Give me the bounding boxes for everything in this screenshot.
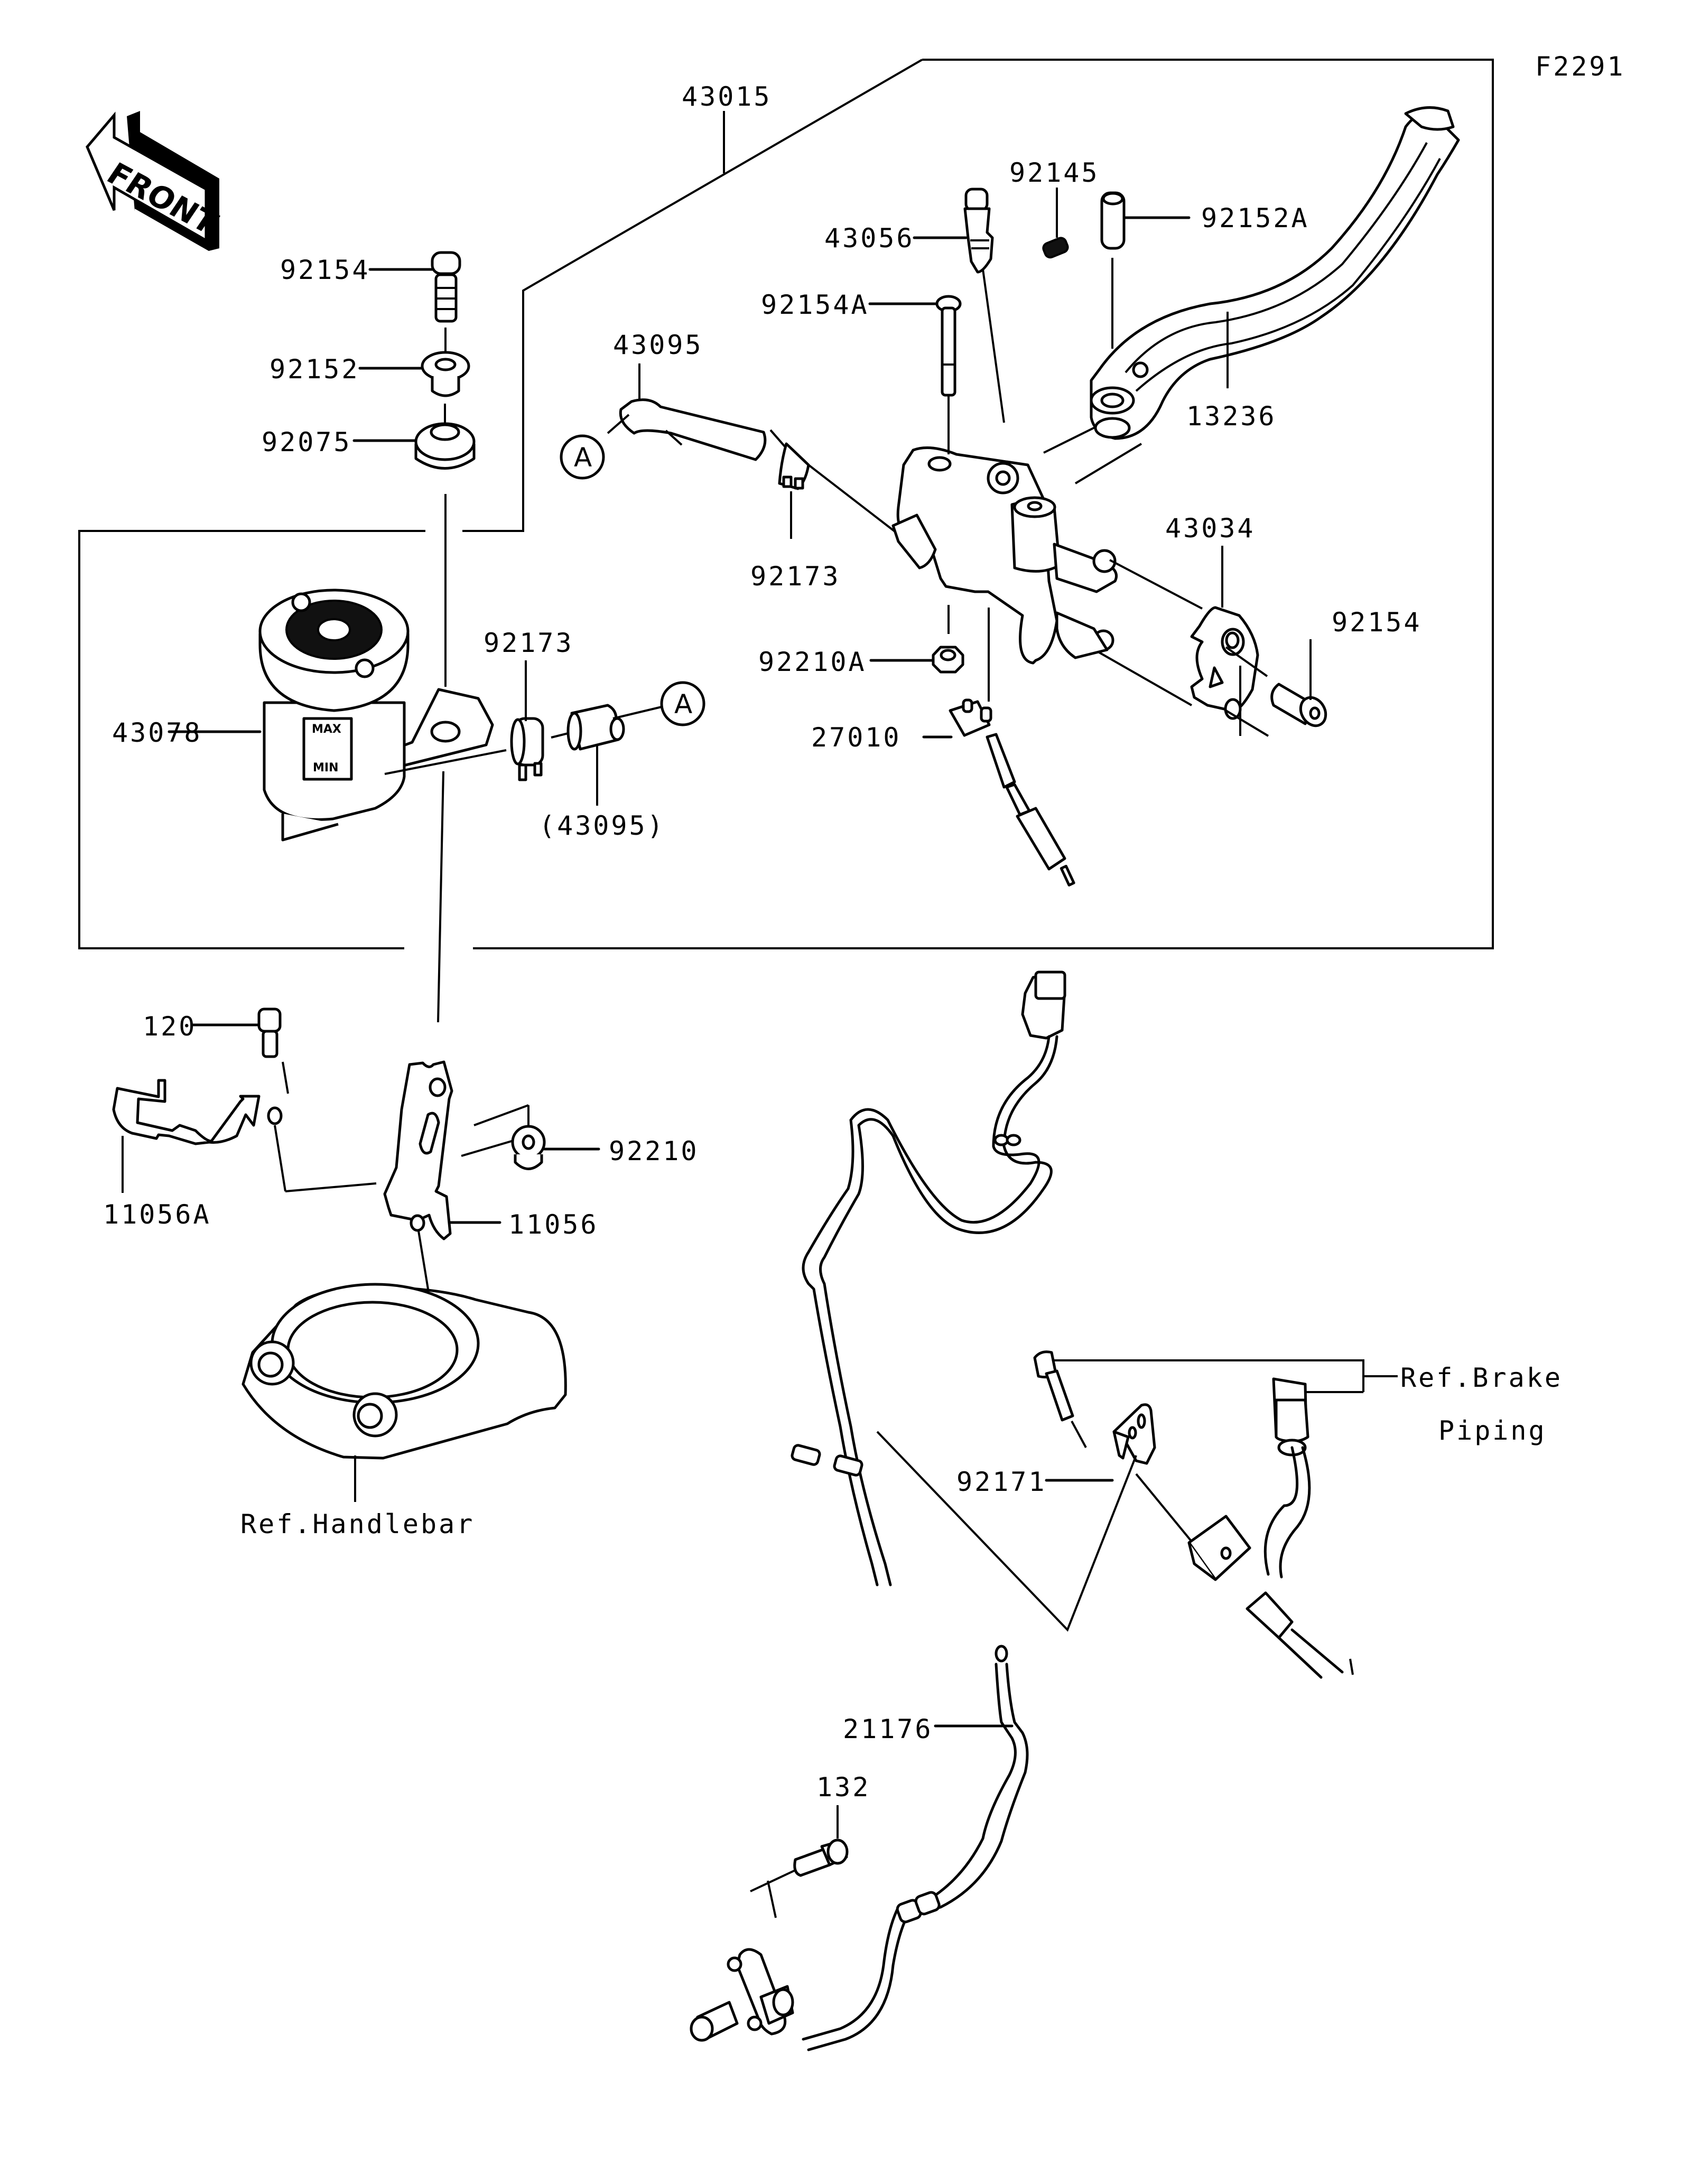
label-21176: 21176 — [843, 1714, 933, 1744]
reservoir-bolt — [431, 251, 461, 323]
label-92152: 92152 — [270, 354, 360, 385]
label-120: 120 — [143, 1011, 197, 1042]
brake-hose-fitting — [1187, 1377, 1354, 1679]
handlebar-housing — [241, 1283, 567, 1460]
brake-light-switch — [949, 698, 1075, 886]
label-92173-lower: 92173 — [484, 628, 574, 658]
connection-a-lower-text: A — [674, 689, 692, 720]
reservoir-min-mark: MIN — [313, 761, 339, 774]
label-92154-reservoir: 92154 — [280, 255, 370, 285]
connection-mark-a-lower: A — [660, 681, 705, 726]
label-92210a: 92210A — [758, 647, 867, 677]
label-43015: 43015 — [682, 81, 772, 112]
figure-code: F2291 — [1535, 51, 1625, 82]
brake-lever — [1090, 106, 1460, 440]
reservoir-max-mark: MAX — [312, 723, 341, 736]
label-11056a: 11056A — [103, 1199, 211, 1230]
label-92145: 92145 — [1009, 157, 1100, 188]
brake-piping-bolt — [1033, 1350, 1074, 1422]
label-ref-brake-2: Piping — [1438, 1415, 1547, 1446]
label-43095: 43095 — [613, 330, 703, 360]
label-92154a: 92154A — [761, 290, 869, 320]
lever-nut — [932, 646, 964, 674]
label-11056: 11056 — [508, 1209, 599, 1240]
bracket-screw — [257, 1007, 282, 1058]
label-43078: 43078 — [112, 717, 202, 748]
master-cylinder-body — [891, 446, 1118, 665]
connection-mark-a-upper: A — [560, 434, 605, 480]
label-ref-brake-1: Ref.Brake — [1400, 1362, 1563, 1393]
connection-a-upper-text: A — [574, 442, 592, 473]
label-92154-holder: 92154 — [1332, 607, 1422, 638]
label-43095-ref: (43095) — [539, 810, 665, 841]
abs-lead-clamp — [1112, 1403, 1156, 1465]
label-92173-upper: 92173 — [750, 561, 841, 592]
reservoir-hose-upper — [619, 398, 767, 461]
label-132: 132 — [816, 1772, 870, 1803]
label-92210: 92210 — [609, 1136, 699, 1166]
label-13236: 13236 — [1186, 401, 1277, 432]
wheel-speed-sensor — [690, 1948, 794, 2042]
sensor-bolt — [793, 1838, 849, 1877]
label-27010: 27010 — [811, 722, 902, 753]
adjuster-spring — [1042, 237, 1069, 259]
bracket-nut — [511, 1125, 546, 1170]
pivot-bolt — [935, 295, 962, 397]
label-92152a: 92152A — [1201, 203, 1309, 234]
grommet — [414, 422, 476, 470]
label-43056: 43056 — [824, 223, 915, 254]
label-43034: 43034 — [1165, 513, 1256, 544]
lever-collar — [1100, 191, 1126, 250]
hose-clamp-upper — [778, 442, 810, 490]
assembly-boundary — [78, 59, 1494, 949]
label-92075: 92075 — [262, 427, 352, 458]
bracket-11056 — [383, 1060, 453, 1240]
reservoir-collar — [421, 351, 470, 397]
label-92171: 92171 — [956, 1467, 1047, 1497]
front-arrow-icon: FRONT — [86, 111, 224, 251]
holder-bolt — [1270, 683, 1327, 727]
label-ref-handlebar: Ref.Handlebar — [240, 1509, 475, 1539]
bracket-11056a — [112, 1079, 283, 1145]
reservoir-hose-segment — [566, 704, 625, 751]
brake-fluid-reservoir: MAX MIN — [258, 589, 494, 842]
hose-clamp-lower — [510, 717, 544, 781]
bleeder-valve — [963, 188, 994, 274]
abs-sensor-lead — [791, 970, 1066, 2051]
